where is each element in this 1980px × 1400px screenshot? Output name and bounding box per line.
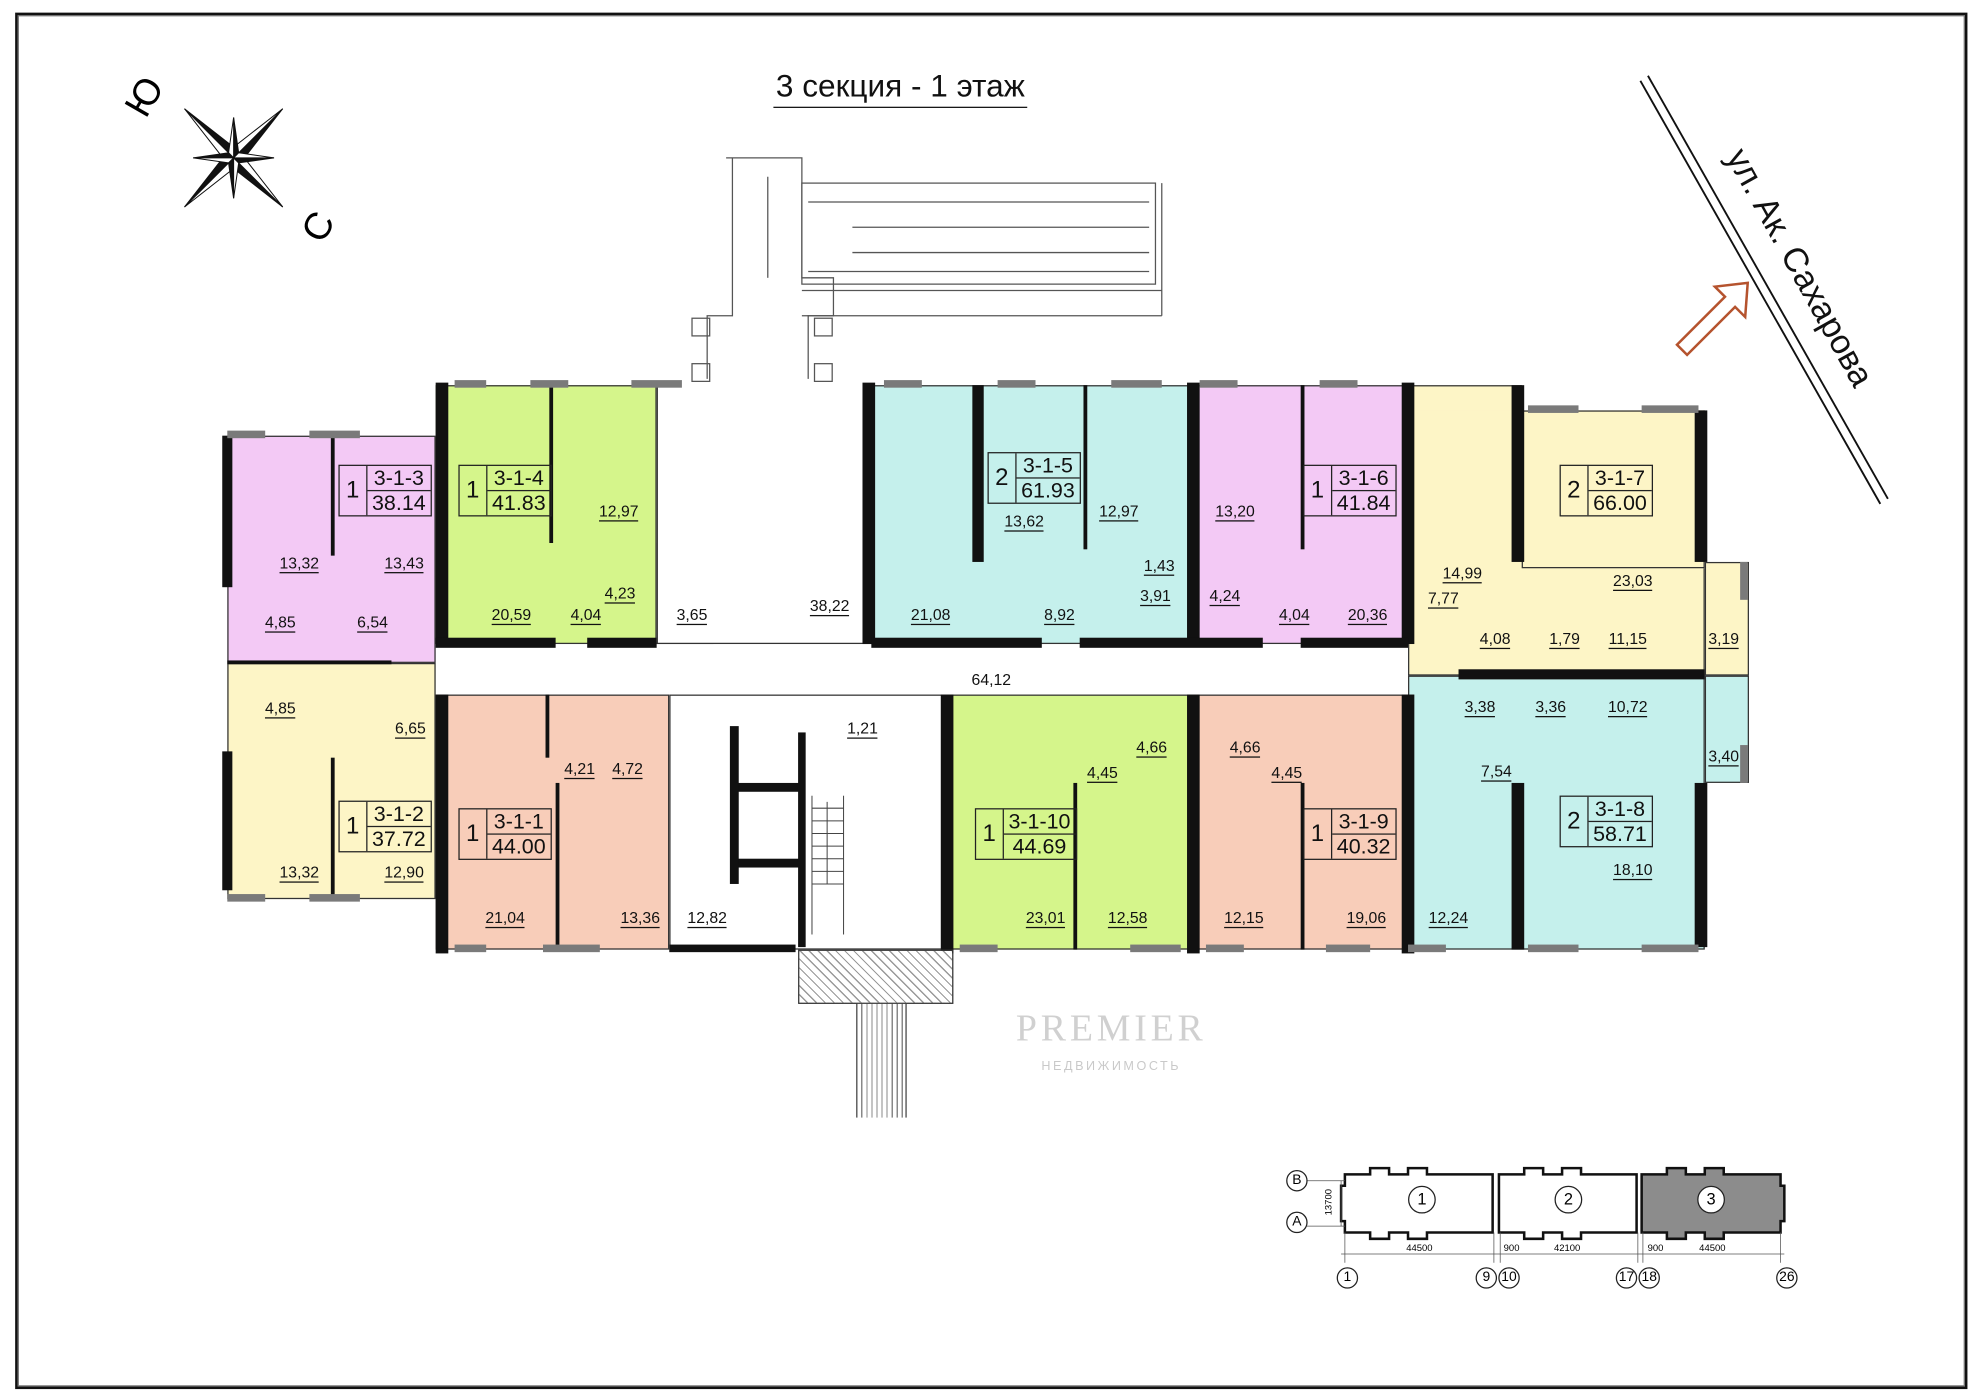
room-area: 3,40 (1708, 747, 1740, 767)
room-area: 4,66 (1229, 738, 1261, 758)
room-area: 20,36 (1347, 606, 1388, 626)
key-plan-section-2[interactable]: 2 (1554, 1185, 1583, 1214)
room-area: 4,72 (612, 760, 643, 780)
room-area: 14,99 (1442, 564, 1483, 584)
entrance-porch (798, 949, 954, 1004)
room-area: 12,90 (384, 863, 424, 883)
interior-stair (811, 795, 845, 935)
axis-row-a: A (1286, 1211, 1308, 1234)
exterior-ramp (691, 157, 1163, 382)
room-area: 13,20 (1215, 502, 1255, 522)
room-area: 18,10 (1613, 861, 1653, 881)
room-area: 20,59 (491, 606, 532, 626)
room-area: 13,43 (384, 554, 424, 574)
room-area: 7,54 (1481, 762, 1512, 782)
room-area: 1,43 (1143, 556, 1175, 576)
dim: 900 (1647, 1241, 1664, 1254)
room-area: 10,72 (1607, 698, 1648, 718)
apartment-3-1-5[interactable] (871, 385, 1194, 645)
room-area: 12,24 (1428, 909, 1469, 929)
room-area: 4,23 (604, 584, 636, 604)
axis-col: 18 (1638, 1267, 1660, 1289)
apartment-3-1-4[interactable] (435, 385, 657, 645)
room-area: 8,92 (1044, 606, 1075, 626)
entrance-arrow-icon (1675, 281, 1750, 357)
room-area: 6,54 (357, 613, 388, 633)
apartment-3-1-1[interactable] (435, 694, 670, 950)
room-area: 12,15 (1224, 909, 1264, 929)
room-area: 13,32 (279, 863, 320, 883)
room-area: 4,04 (1278, 606, 1310, 626)
axis-row-b: B (1286, 1169, 1308, 1192)
corridor-area: 64,12 (971, 671, 1012, 689)
stairwell-block (669, 694, 948, 950)
key-plan-section-1[interactable]: 1 (1408, 1185, 1436, 1214)
room-area: 4,66 (1136, 738, 1168, 758)
room-area: 13,62 (1004, 512, 1044, 532)
room-area: 13,32 (279, 554, 320, 574)
watermark-sub: НЕДВИЖИМОСТЬ (1041, 1060, 1182, 1075)
room-area: 1,79 (1549, 630, 1580, 650)
apartment-3-1-7-living (1521, 410, 1705, 569)
room-area: 4,08 (1479, 630, 1511, 650)
axis-col: 10 (1498, 1267, 1520, 1289)
room-area: 4,45 (1271, 763, 1303, 783)
entrance-steps (856, 1003, 907, 1118)
apartment-3-1-10[interactable] (947, 694, 1194, 950)
common-area: 38,22 (809, 597, 850, 617)
room-area: 12,58 (1107, 909, 1148, 929)
room-area: 4,85 (264, 613, 296, 633)
room-area: 21,08 (910, 606, 951, 626)
room-area: 4,45 (1087, 763, 1118, 783)
compass-rose-icon (184, 108, 284, 208)
dim: 900 (1503, 1241, 1520, 1254)
room-area: 3,38 (1464, 698, 1496, 718)
room-area: 11,15 (1608, 630, 1647, 650)
room-area: 3,19 (1708, 630, 1740, 650)
common-area: 1,21 (847, 719, 878, 739)
room-area: 4,21 (564, 760, 595, 780)
key-plan-outline (1306, 1166, 1786, 1263)
room-area: 12,97 (1099, 502, 1139, 522)
axis-col: 9 (1475, 1267, 1498, 1289)
key-plan-section-3-current[interactable]: 3 (1697, 1185, 1725, 1214)
room-area: 7,77 (1428, 589, 1459, 609)
room-area: 6,65 (395, 719, 426, 739)
street-line (1639, 75, 1889, 505)
axis-col: 1 (1336, 1267, 1359, 1289)
room-area: 23,03 (1613, 572, 1653, 591)
room-area: 3,91 (1140, 587, 1171, 607)
page-title: 3 секция - 1 этаж (773, 69, 1028, 108)
dim: 42100 (1553, 1241, 1581, 1254)
dim: 44500 (1406, 1241, 1433, 1254)
axis-col: 26 (1776, 1267, 1798, 1289)
room-area: 23,01 (1025, 909, 1066, 929)
room-area: 4,04 (570, 606, 602, 626)
watermark-brand: PREMIER (1015, 1007, 1207, 1050)
room-area: 4,85 (264, 699, 296, 719)
common-area: 12,82 (687, 909, 727, 929)
room-area: 3,36 (1535, 698, 1567, 718)
stair-hall (656, 385, 872, 645)
common-area: 3,65 (676, 606, 708, 626)
room-area: 21,04 (485, 909, 525, 929)
room-area: 4,24 (1209, 587, 1241, 607)
room-area: 12,97 (599, 502, 639, 522)
sheet-frame (15, 12, 1968, 1390)
dim-height: 13700 (1322, 1189, 1335, 1216)
axis-col: 17 (1615, 1267, 1638, 1289)
dim: 44500 (1699, 1241, 1726, 1254)
room-area: 13,36 (620, 909, 660, 929)
room-area: 19,06 (1346, 909, 1387, 929)
